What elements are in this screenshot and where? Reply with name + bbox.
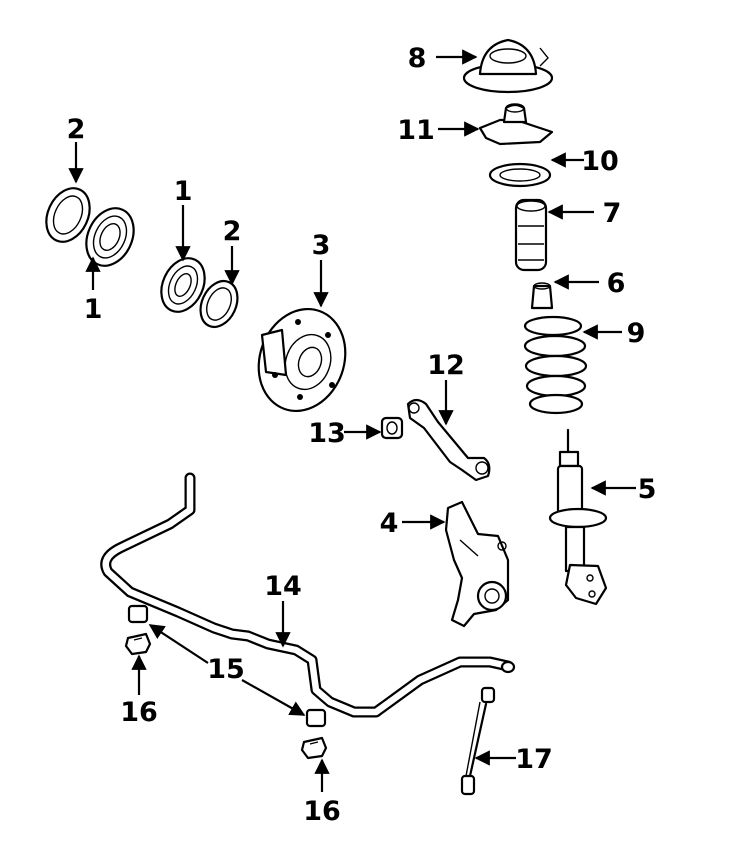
callout-2-seal-upper: 2 (67, 114, 86, 145)
hub-part (257, 307, 347, 413)
bushing-bracket-part-left (124, 632, 152, 656)
bearing-part-upper (85, 207, 135, 267)
callout-2-seal-middle: 2 (223, 216, 242, 247)
insulator-part (488, 162, 552, 188)
bearing-part-middle (160, 257, 206, 313)
callout-1-bearing-middle: 1 (174, 176, 193, 207)
callout-16-bracket-left: 16 (120, 697, 158, 728)
bump-stop-part (530, 282, 554, 310)
callout-1-bearing-upper: 1 (84, 294, 103, 325)
mount-bearing-part (478, 103, 554, 146)
callout-6-bump-stop: 6 (607, 268, 626, 299)
callout-15-bar-bushing: 15 (207, 654, 245, 685)
coil-spring-part (523, 315, 588, 415)
strut-mount-part (462, 38, 554, 94)
bar-bushing-part-left (127, 604, 149, 624)
callout-9-spring: 9 (627, 318, 646, 349)
callout-8-mount: 8 (408, 43, 427, 74)
stabilizer-link-part (460, 686, 496, 796)
callout-labels: 2 1 1 2 3 8 11 10 7 6 9 12 13 5 4 14 15 … (67, 43, 657, 827)
control-arm-part (406, 398, 491, 482)
callout-16-bracket-right: 16 (303, 796, 341, 827)
leader-arrows (68, 49, 636, 792)
stabilizer-bar-part (100, 472, 516, 718)
callout-17-link: 17 (515, 744, 553, 775)
bar-bushing-part-right (305, 708, 327, 728)
steering-knuckle-part (444, 500, 510, 628)
bushing-bracket-part-right (300, 736, 328, 760)
callout-14-stabilizer-bar: 14 (264, 571, 302, 602)
callout-3-hub: 3 (312, 230, 331, 261)
strut-assembly-part (548, 428, 608, 606)
bushing-part (380, 416, 404, 440)
callout-10-insulator: 10 (581, 146, 619, 177)
callout-11-bearing-plate: 11 (397, 115, 435, 146)
dust-boot-part (514, 198, 548, 272)
callout-5-strut: 5 (638, 474, 657, 505)
callout-7-boot: 7 (603, 198, 622, 229)
callout-12-control-arm: 12 (427, 350, 465, 381)
callout-4-knuckle: 4 (380, 508, 399, 539)
callout-13-bushing: 13 (308, 418, 346, 449)
seal-part-upper (45, 187, 91, 243)
